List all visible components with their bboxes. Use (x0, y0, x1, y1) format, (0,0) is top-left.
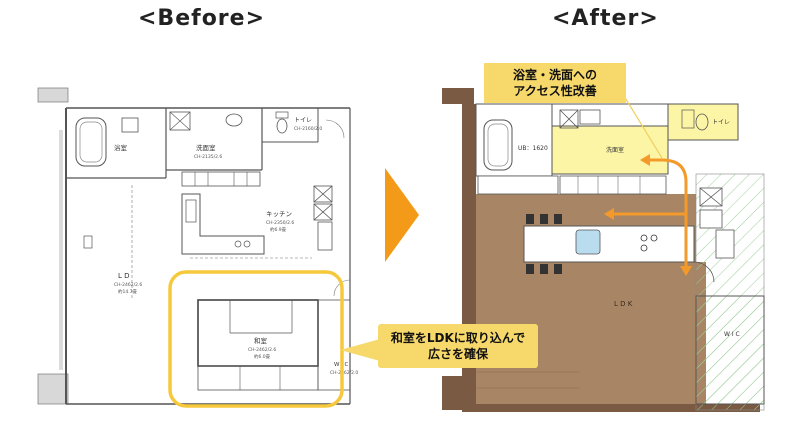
before-toilet-label: トイレ (294, 117, 312, 124)
after-ldk-label: L D K (614, 300, 633, 308)
access-callout-line1: 浴室・洗面への (512, 68, 597, 82)
after-washroom-yellow (551, 125, 669, 175)
before-washitsu-area: CH-2462/2.6 (248, 347, 276, 353)
access-improvement-callout: 浴室・洗面への アクセス性改善 (484, 63, 626, 103)
before-kitchen-label: キッチン (266, 210, 292, 218)
before-washitsu-label: 和室 (254, 336, 268, 345)
ldk-callout-line1: 和室をLDKに取り込んで (390, 331, 526, 345)
before-washitsu-size: 約6.0畳 (254, 353, 271, 360)
transition-arrow (385, 168, 419, 262)
before-toilet-area: CH-2160/2.0 (294, 126, 322, 132)
before-washroom-area: CH-2135/2.6 (194, 154, 222, 160)
ldk-callout-pointer (340, 338, 384, 362)
ldk-expansion-callout: 和室をLDKに取り込んで 広さを確保 (378, 324, 538, 368)
access-callout-line2: アクセス性改善 (513, 84, 597, 98)
before-washitsu-highlight (168, 270, 344, 408)
after-washroom-label: 洗面室 (606, 146, 624, 154)
before-bath-label: 浴室 (114, 143, 128, 152)
before-ld-label: L D (118, 272, 130, 280)
after-heading: <After> (552, 6, 659, 31)
before-wic-area: CH-2462/2.0 (330, 370, 358, 376)
before-kitchen-size: 約6.9畳 (270, 226, 287, 233)
after-kitchen-island (523, 225, 695, 263)
before-heading: <Before> (138, 6, 266, 31)
before-ld-area: CH-2462/2.6 (114, 282, 142, 288)
after-toilet-label: トイレ (712, 119, 730, 126)
before-washroom-label: 洗面室 (196, 143, 216, 152)
before-kitchen-area: CH-2350/2.6 (266, 220, 294, 226)
before-floor-plan: 浴室 洗面室 CH-2135/2.6 トイレ CH-2160/2.0 キッチン … (37, 87, 358, 408)
after-wic-label: W I C (724, 331, 740, 338)
after-ub-label: UB：1620 (518, 145, 548, 152)
ldk-callout-line2: 広さを確保 (427, 347, 488, 361)
before-ld-size: 約14.7畳 (118, 288, 138, 295)
